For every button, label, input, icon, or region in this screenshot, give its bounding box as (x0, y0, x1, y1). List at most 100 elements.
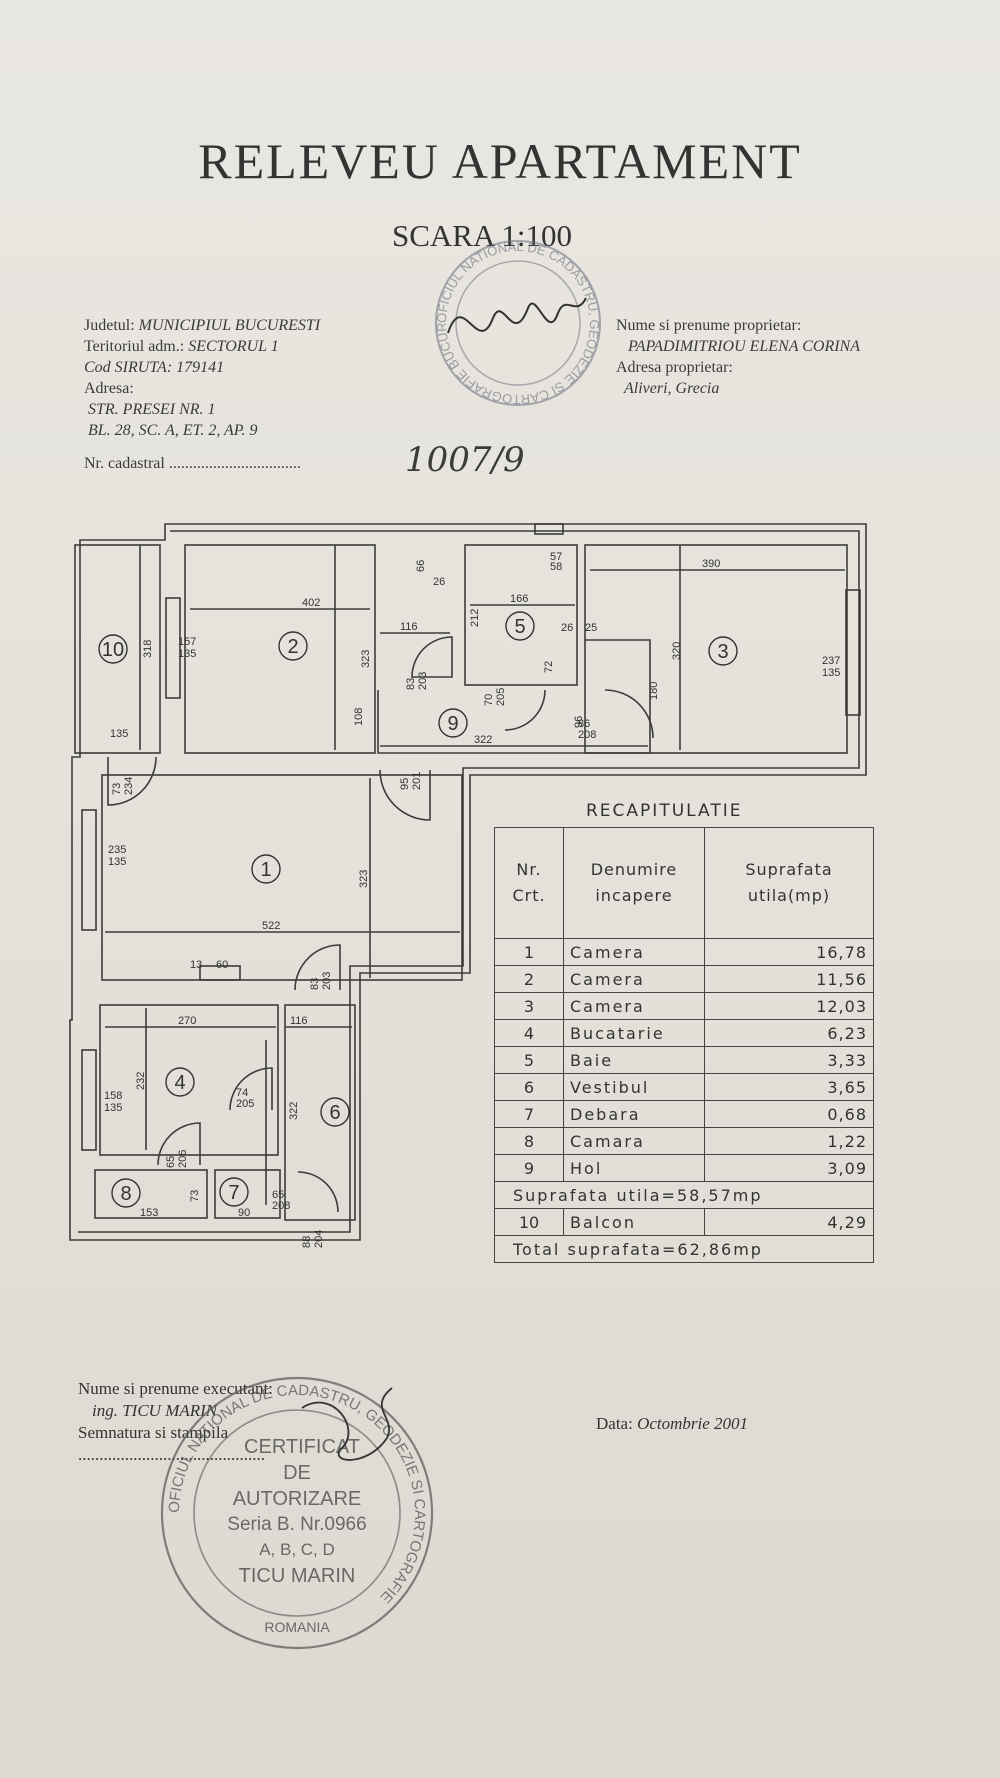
dim-108: 108 (353, 708, 365, 726)
property-info: Judetul: MUNICIPIUL BUCURESTI Teritoriul… (84, 315, 320, 474)
useful-total-row: Suprafata utila=58,57mp (494, 1181, 874, 1209)
row-name: Camera (563, 938, 705, 966)
dim-72: 72 (543, 661, 555, 673)
stamp-line5: A, B, C, D (259, 1540, 335, 1559)
dim-166: 166 (510, 593, 528, 605)
header-den2: incapere (595, 886, 673, 905)
header-den1: Denumire (590, 860, 678, 879)
door-203b: 203 (321, 972, 333, 990)
dim-13: 13 (190, 959, 202, 971)
room-label-1: 1 (260, 859, 271, 881)
room-1-outline (101, 774, 463, 981)
dim-212: 212 (469, 609, 481, 627)
door-swing-room-4 (229, 1067, 273, 1111)
room-3-outline (584, 544, 848, 754)
row-name: Vestibul (563, 1073, 705, 1101)
row-name: Hol (563, 1154, 705, 1182)
dim-320: 320 (671, 642, 683, 660)
cadastral-label: Nr. cadastral ..........................… (84, 455, 301, 472)
row-area: 16,78 (704, 938, 874, 966)
window-room-4 (81, 1049, 97, 1151)
stamp-line4: Seria B. Nr.0966 (227, 1514, 366, 1535)
window-157-sill: 135 (178, 648, 196, 660)
door-95: 95 (399, 778, 411, 790)
stamp-line2: DE (283, 1462, 311, 1484)
adresa-label: Adresa: (84, 380, 134, 397)
room-4-outline (99, 1004, 279, 1156)
row-nr: 7 (494, 1100, 564, 1128)
dim-153: 153 (140, 1207, 158, 1219)
window-237: 237 (822, 655, 840, 667)
dim-57: 57 (550, 551, 562, 563)
row-area: 1,22 (704, 1127, 874, 1155)
signature-scribble (447, 297, 587, 334)
dim-180: 180 (648, 682, 660, 700)
judet-value: MUNICIPIUL BUCURESTI (138, 317, 321, 334)
dim-60: 60 (216, 959, 228, 971)
dim-58: 58 (550, 561, 562, 573)
room-label-2: 2 (287, 636, 298, 658)
dim-26a: 26 (433, 576, 445, 588)
dim-135: 135 (110, 728, 128, 740)
window-room-2 (165, 597, 181, 699)
room-label-8: 8 (120, 1183, 131, 1205)
dim-66: 66 (415, 560, 427, 572)
room-label-3: 3 (717, 641, 728, 663)
door-205b: 205 (236, 1098, 254, 1110)
door-73: 73 (111, 783, 123, 795)
authorization-stamp: OFICIUL NATIONAL DE CADASTRU, GEODEZIE S… (160, 1376, 434, 1650)
date-label: Data: (596, 1414, 633, 1433)
room-label-6: 6 (329, 1102, 340, 1124)
outer-wall (69, 523, 867, 1241)
judet-label: Judetul: (84, 317, 135, 334)
window-158: 158 (104, 1090, 122, 1102)
stamp-line6: TICU MARIN (239, 1565, 356, 1587)
door-206: 206 (177, 1150, 189, 1168)
door-swing-room-7 (297, 1171, 339, 1213)
row-name: Camera (563, 992, 705, 1020)
window-157: 157 (178, 636, 196, 648)
recap-title: RECAPITULATIE (586, 801, 743, 821)
floor-plan: 10 2 5 3 9 1 4 6 8 7 402 390 166 116 322… (69, 523, 867, 1248)
dim-116b: 116 (290, 1015, 308, 1027)
door-73b: 73 (189, 1190, 201, 1202)
room-label-10: 10 (102, 639, 124, 661)
dim-522: 522 (262, 920, 280, 932)
window-235-sill: 135 (108, 856, 126, 868)
door-86: 86 (578, 718, 590, 730)
hall-outline (377, 639, 651, 754)
row-name: Camera (563, 965, 705, 993)
executant-value: ing. TICU MARIN (92, 1401, 218, 1420)
door-65a: 65 (165, 1156, 177, 1168)
executant-label: Nume si prenume executant: (78, 1379, 273, 1398)
door-65b: 65 (272, 1189, 284, 1201)
room-label-7: 7 (228, 1182, 239, 1204)
dim-90: 90 (238, 1207, 250, 1219)
row-area: 3,09 (704, 1154, 874, 1182)
stamp-line1: CERTIFICAT (244, 1436, 360, 1458)
row-area: 12,03 (704, 992, 874, 1020)
row-nr: 4 (494, 1019, 564, 1047)
row-name: Camara (563, 1127, 705, 1155)
dim-390: 390 (702, 558, 720, 570)
window-235: 235 (108, 844, 126, 856)
row-nr: 8 (494, 1127, 564, 1155)
stamp-country: ROMANIA (264, 1619, 330, 1635)
row-area: 0,68 (704, 1100, 874, 1128)
door-70: 70 (483, 694, 495, 706)
dim-323-room2: 323 (360, 650, 372, 668)
door-swing-room-3 (604, 689, 654, 739)
dim-322-room6: 322 (288, 1102, 300, 1120)
header-nr: Nr. (516, 860, 542, 879)
row-area: 6,23 (704, 1019, 874, 1047)
header-sup1: Suprafata (745, 860, 833, 879)
vent-top (534, 523, 564, 535)
owner-label: Nume si prenume proprietar: (616, 317, 802, 334)
dim-318: 318 (142, 640, 154, 658)
room-7-outline (214, 1169, 281, 1219)
